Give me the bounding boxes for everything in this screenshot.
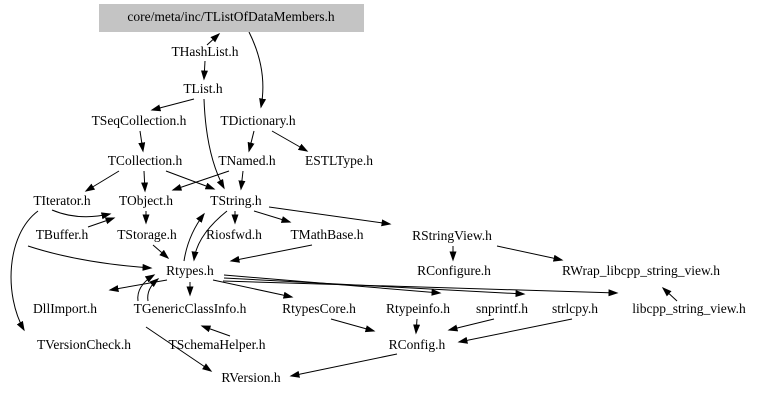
edge-tseqcollection-to-tcollection: [138, 130, 146, 153]
graph-node-tmathbase-h[interactable]: TMathBase.h: [290, 227, 363, 242]
edges-layer: [10, 31, 678, 378]
edge-tstring-to-rtypes: [191, 210, 228, 262]
edge-rtypes-to-rtypescore: [212, 279, 294, 299]
graph-node-core-meta-inc-tlistofdatamembers-h[interactable]: core/meta/inc/TListOfDataMembers.h: [127, 9, 335, 24]
edge-tmathbase-to-rtypes: [229, 244, 313, 263]
edge-rtypes-to-strlcpy: [222, 280, 619, 297]
edge-tbuffer-to-rtypes: [27, 245, 153, 271]
edge-tlist-to-tstring: [203, 98, 225, 190]
graph-node-strlcpy-h[interactable]: strlcpy.h: [552, 301, 598, 316]
graph-node-tnamed-h[interactable]: TNamed.h: [218, 153, 276, 168]
edge-thashlist-to-root: [206, 32, 221, 46]
edge-rtypescore-to-rconfig: [330, 318, 376, 333]
edge-rconfig-to-rversion: [289, 353, 398, 378]
edge-tcollection-to-tstring: [165, 170, 216, 190]
graph-node-tcollection-h[interactable]: TCollection.h: [108, 153, 183, 168]
graph-node-tstring-h[interactable]: TString.h: [210, 193, 262, 208]
graph-node-riosfwd-h[interactable]: Riosfwd.h: [206, 227, 262, 242]
graph-node-rwrap-libcpp-string-view-h[interactable]: RWrap_libcpp_string_view.h: [562, 263, 720, 278]
root-node-box: [99, 4, 364, 32]
edge-snprintf-to-rconfig: [447, 318, 495, 332]
graph-node-tbuffer-h[interactable]: TBuffer.h: [36, 227, 89, 242]
edge-root-to-tdictionary: [248, 31, 267, 109]
graph-node-dllimport-h[interactable]: DllImport.h: [33, 301, 97, 316]
graph-node-rtypes-h[interactable]: Rtypes.h: [166, 263, 214, 278]
graph-node-tdictionary-h[interactable]: TDictionary.h: [220, 113, 295, 128]
edge-tstring-to-tmathbase: [253, 210, 292, 223]
edge-rtypeinfo-to-rconfig: [413, 318, 421, 335]
graph-node-rtypeinfo-h[interactable]: Rtypeinfo.h: [386, 301, 450, 316]
graph-node-tobject-h[interactable]: TObject.h: [119, 193, 173, 208]
edge-tgenericclassinfo-to-rtypes: [147, 278, 160, 302]
edge-tstorage-to-rtypes: [152, 244, 170, 259]
graph-node-tschemahelper-h[interactable]: TSchemaHelper.h: [168, 337, 265, 352]
edge-tversioncheck-to-rversion: [145, 326, 213, 372]
nodes-layer: core/meta/inc/TListOfDataMembers.hTHashL…: [33, 4, 746, 385]
edge-tgenericclassinfo-to-rtypes: [137, 274, 156, 302]
edge-rtypes-to-tstring: [183, 212, 205, 262]
graph-node-libcpp-string-view-h[interactable]: libcpp_string_view.h: [632, 301, 746, 316]
graph-node-tseqcollection-h[interactable]: TSeqCollection.h: [92, 113, 187, 128]
edge-tdictionary-to-tnamed: [247, 130, 255, 153]
graph-node-rstringview-h[interactable]: RStringView.h: [412, 228, 492, 243]
edge-tcollection-to-titerator: [84, 170, 120, 192]
graph-node-rversion-h[interactable]: RVersion.h: [221, 370, 281, 385]
graph-node-rconfigure-h[interactable]: RConfigure.h: [417, 263, 491, 278]
graph-node-tstorage-h[interactable]: TStorage.h: [117, 227, 177, 242]
edge-tnamed-to-tstring: [238, 170, 246, 191]
edge-tcollection-to-tobject: [141, 170, 149, 193]
edge-tlist-to-tseqcollection: [150, 98, 195, 112]
edge-tbuffer-to-tobject: [87, 217, 116, 228]
graph-node-estltype-h[interactable]: ESTLType.h: [305, 153, 373, 168]
graph-node-snprintf-h[interactable]: snprintf.h: [476, 301, 528, 316]
graph-node-rtypescore-h[interactable]: RtypesCore.h: [282, 301, 356, 316]
graph-node-rconfig-h[interactable]: RConfig.h: [389, 337, 446, 352]
graph-node-tgenericclassinfo-h[interactable]: TGenericClassInfo.h: [134, 301, 247, 316]
edge-tstring-to-rstringview: [268, 206, 392, 227]
graph-node-thashlist-h[interactable]: THashList.h: [171, 44, 238, 59]
graph-node-tversioncheck-h[interactable]: TVersionCheck.h: [37, 337, 131, 352]
edge-titerator-to-tobject: [51, 209, 112, 220]
edge-tschemahelper-to-tgenericclassinfo: [200, 325, 231, 337]
edge-rstringview-to-rwrap: [496, 245, 564, 262]
graph-node-titerator-h[interactable]: TIterator.h: [33, 193, 91, 208]
edge-rtypes-to-dllimport: [108, 279, 168, 292]
edge-strlcpy-to-rconfig: [457, 318, 573, 344]
edge-tdictionary-to-estltype: [271, 130, 309, 152]
edge-titerator-to-tversioncheck: [10, 210, 39, 332]
edge-tnamed-to-tobject: [171, 170, 230, 191]
edge-thashlist-to-tlist: [200, 60, 208, 81]
edge-libcpp-to-rwrap: [661, 286, 678, 302]
graph-node-tlist-h[interactable]: TList.h: [183, 81, 223, 96]
